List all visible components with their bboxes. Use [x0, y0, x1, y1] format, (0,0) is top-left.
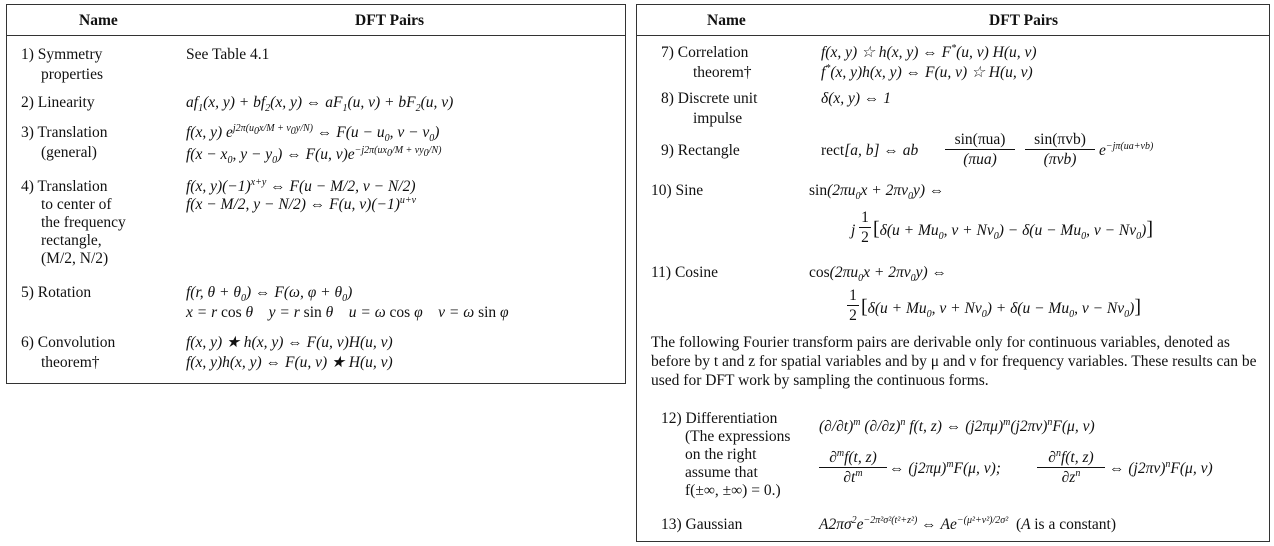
left-header: Name DFT Pairs [7, 5, 625, 36]
row-name-line: 4) Translation [21, 178, 108, 195]
row-formula: δ(x, y) ⇔ 1 [821, 90, 892, 107]
row-formula: f(x, y) ☆ h(x, y) ⇔ F*(u, v) H(u, v) [821, 42, 1037, 61]
row-name-line: the frequency [41, 214, 126, 231]
row-formula: f(x, y) ej2π(u0x/M + v0y/N) ⇔ F(u − u0, … [186, 122, 440, 145]
row-name-line: f(±∞, ±∞) = 0.) [685, 482, 781, 499]
row-name-line: 5) Rotation [21, 284, 92, 301]
row-name-line: on the right [685, 446, 757, 463]
row-formula: f(x, y) ★ h(x, y) ⇔ F(u, v)H(u, v) [186, 334, 393, 351]
right-header-pairs: DFT Pairs [989, 12, 1059, 29]
right-row-9: 9) Rectangle rect[a, b] ⇔ ab sin(πua) (π… [661, 131, 1154, 168]
row-formula: f(r, θ + θ0) ⇔ F(ω, φ + θ0) [186, 284, 353, 305]
row-name-line: 2) Linearity [21, 94, 95, 111]
row-name-line: theorem† [693, 64, 752, 81]
row-formula: See Table 4.1 [186, 46, 270, 63]
left-table: Name DFT Pairs 1) Symmetry properties Se… [6, 4, 626, 384]
continuous-note: The following Fourier transform pairs ar… [651, 334, 1257, 389]
row-name-line: 3) Translation [21, 124, 108, 141]
row-formula: f(x, y)h(x, y) ⇔ F(u, v) ★ H(u, v) [186, 354, 393, 371]
row-name-line: 11) Cosine [651, 264, 719, 281]
row-name-line: rectangle, [41, 232, 102, 249]
row-name-line: (M/2, N/2) [41, 250, 109, 267]
row-formula: sin(2πu0x + 2πv0y) ⇔ [809, 182, 945, 203]
row-name-line: 8) Discrete unit [661, 90, 758, 107]
row-formula: cos(2πu0x + 2πv0y) ⇔ [809, 264, 948, 285]
row-formula: f(x − x0, y − y0) ⇔ F(u, v)e−j2π(ux0/M +… [186, 144, 442, 167]
row-name-line: 13) Gaussian [661, 516, 743, 533]
right-header-name: Name [707, 12, 746, 29]
row-formula: x = r cos θ y = r sin θ u = ω cos φ v = … [186, 304, 509, 321]
row-name-line: (The expressions [685, 428, 791, 445]
row-name-line: impulse [693, 110, 743, 127]
row-name-line: 6) Convolution [21, 334, 116, 351]
row-name-line: 1) Symmetry [21, 46, 103, 63]
row-name-line: to center of [41, 196, 112, 213]
row-name-line: 10) Sine [651, 182, 704, 199]
row-formula: f(x − M/2, y − N/2) ⇔ F(u, v)(−1)u+v [186, 194, 417, 213]
right-table: Name DFT Pairs 7) Correlation theorem† f… [636, 4, 1270, 542]
row-formula: f(x, y)(−1)x+y ⇔ F(u − M/2, v − N/2) [186, 176, 416, 195]
row-name-line: properties [41, 66, 103, 83]
row-formula: f*(x, y)h(x, y) ⇔ F(u, v) ☆ H(u, v) [821, 62, 1033, 81]
row-name-line: assume that [685, 464, 758, 481]
row-name-line: 12) Differentiation [661, 410, 778, 427]
row-formula: A2πσ2e−2π²σ²(t²+z²) ⇔ Ae−(μ²+ν²)/2σ² (A … [819, 514, 1117, 533]
right-header: Name DFT Pairs [637, 5, 1269, 36]
row-name-line: 7) Correlation [661, 44, 749, 61]
left-header-name: Name [79, 12, 118, 29]
row-name-line: (general) [41, 144, 97, 161]
left-header-pairs: DFT Pairs [355, 12, 425, 29]
row-formula: af1(x, y) + bf2(x, y) ⇔ aF1(u, v) + bF2(… [186, 94, 454, 115]
row-name-line: theorem† [41, 354, 100, 371]
row-name-line: 9) Rectangle [661, 142, 740, 159]
